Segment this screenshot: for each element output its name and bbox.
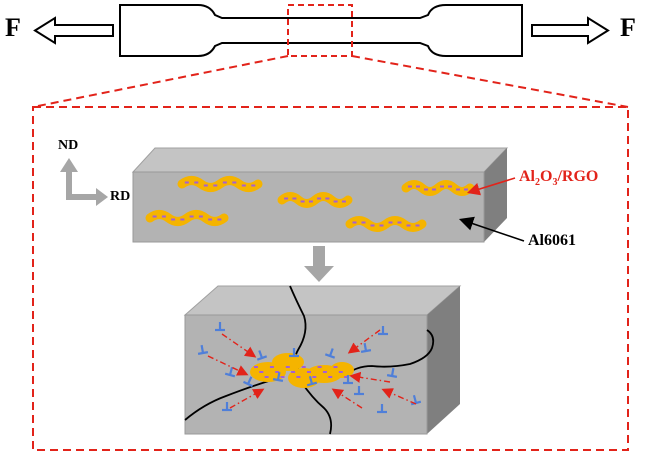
zoom-line-left <box>32 55 289 108</box>
dislocation-symbol <box>377 404 387 414</box>
dislocation-symbol <box>386 367 398 378</box>
reinforcement-dot <box>296 376 301 378</box>
pileup-arrow <box>347 329 381 354</box>
dislocation-symbol <box>197 344 209 355</box>
dislocation-symbol <box>243 376 253 388</box>
reinforcement-dot <box>259 371 264 373</box>
dislocations <box>197 322 422 414</box>
reinforcement-dot <box>312 376 317 378</box>
axis-label-rd: RD <box>110 189 131 204</box>
axis-label-nd: ND <box>58 138 79 153</box>
upper-block-side <box>484 148 507 242</box>
dislocation-symbol <box>224 366 236 378</box>
force-arrow-right <box>531 16 610 45</box>
reinforcement-dot <box>317 366 322 368</box>
reinforcement-flake <box>145 210 229 226</box>
callout-arrow-matrix <box>458 216 525 242</box>
reinforcement-flake <box>177 176 263 192</box>
process-arrow-down <box>304 246 334 282</box>
reinforcement-dot <box>254 366 258 368</box>
reinforcement-cluster-lower <box>250 353 354 388</box>
reinforcement-dot <box>275 371 280 373</box>
dislocation-symbol <box>410 394 422 406</box>
crack-lines <box>184 285 435 435</box>
reinforcement-dot <box>307 371 311 373</box>
dislocation-symbol <box>354 386 364 396</box>
lower-block-side <box>427 286 460 434</box>
dislocation-symbol <box>256 350 268 361</box>
reinforcement-dot <box>280 376 285 378</box>
gauge-selection-box <box>287 4 353 57</box>
reinforcement-blob <box>330 362 354 378</box>
reinforcement-dot <box>344 376 349 378</box>
reinforcement-flake <box>401 180 475 196</box>
crack-left <box>184 379 273 421</box>
dislocation-pileup-arrows <box>207 329 417 409</box>
reinforcement-dot <box>264 376 269 378</box>
dislocation-symbol <box>306 375 318 387</box>
reinforcement-dot <box>269 366 274 368</box>
tensile-specimen <box>119 4 523 57</box>
reinforcement-flakes-upper <box>145 176 475 232</box>
dislocation-symbol <box>289 348 299 358</box>
dislocation-symbol <box>343 375 353 385</box>
reinforcement-dot <box>338 371 343 373</box>
dislocation-symbol <box>378 326 388 336</box>
crack-right <box>343 329 435 377</box>
force-label-left: F <box>5 13 21 42</box>
force-arrow-left <box>33 16 114 45</box>
magnified-view-frame <box>32 106 629 451</box>
dislocation-symbol <box>222 402 232 412</box>
reinforcement-dot <box>285 366 290 368</box>
reinforcement-dot <box>322 371 327 373</box>
reinforcement-dot <box>328 376 333 378</box>
reinforcement-flake <box>345 216 427 232</box>
force-label-right: F <box>620 13 636 42</box>
pileup-arrow <box>331 388 363 409</box>
reinforcement-blob <box>272 353 304 371</box>
pileup-arrow <box>381 388 417 405</box>
dislocation-symbol <box>324 348 336 359</box>
upper-block-top <box>131 147 509 173</box>
pileup-arrow <box>221 333 257 358</box>
lower-block-top <box>183 285 462 316</box>
label-matrix: Al6061 <box>528 232 576 249</box>
zoom-line-right <box>351 55 629 108</box>
reinforcement-dot <box>291 371 296 373</box>
crack-bottom <box>299 379 333 435</box>
reinforcement-flake <box>277 192 353 208</box>
axis-indicator <box>60 158 108 206</box>
pileup-arrow <box>349 371 391 383</box>
dislocation-symbol <box>215 322 225 332</box>
label-reinforcement: Al2O3/RGO <box>519 168 599 189</box>
reinforcement-dot <box>301 366 306 368</box>
reinforcement-dot <box>333 366 338 368</box>
dislocation-symbol <box>360 342 372 353</box>
dislocation-symbol <box>272 371 284 382</box>
pileup-arrow <box>229 388 265 409</box>
callout-arrow-reinforcement <box>466 177 516 196</box>
